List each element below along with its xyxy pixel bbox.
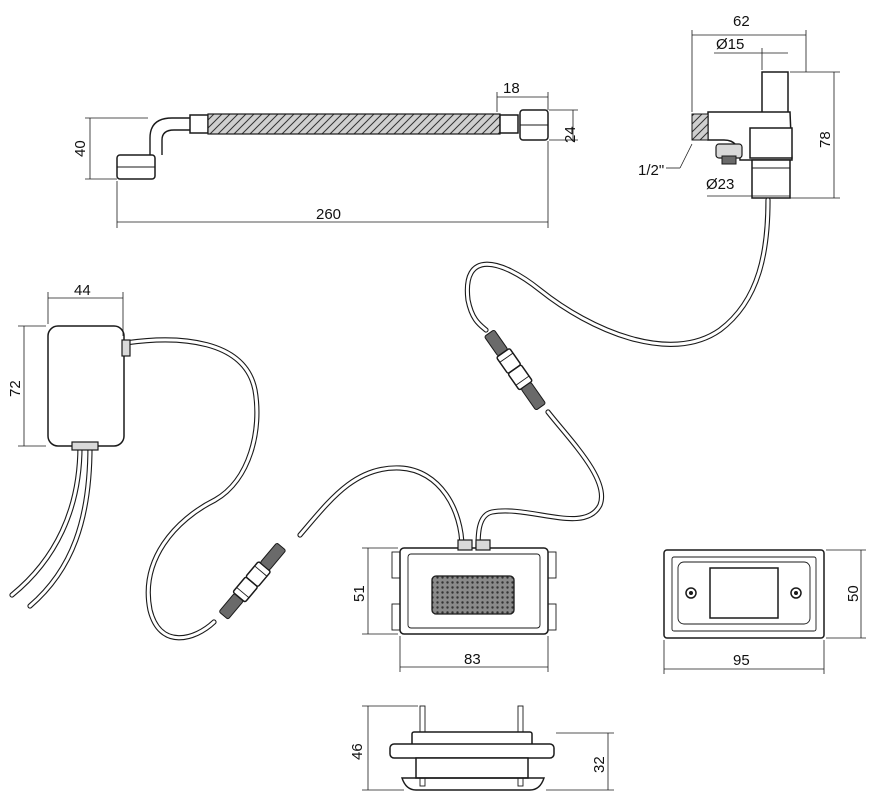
dim-valve-thread: 1/2"	[638, 162, 664, 179]
cables	[9, 197, 771, 641]
dim-side-total-height: 46	[349, 743, 366, 760]
sensor-front-view	[362, 539, 557, 672]
sensor-side-view	[362, 705, 614, 791]
dim-cover-height: 50	[845, 585, 862, 602]
dim-sensor-height: 51	[351, 585, 368, 602]
dim-side-body-height: 32	[591, 756, 608, 773]
side-view-flange	[389, 743, 555, 759]
cable-connector-lower	[219, 543, 286, 620]
dim-sensor-width: 83	[464, 651, 481, 668]
dim-valve-bottom-diameter: Ø23	[706, 176, 734, 193]
dim-hose-height: 40	[72, 140, 89, 157]
dim-cover-width: 95	[733, 652, 750, 669]
dim-hose-length: 260	[316, 206, 341, 223]
valve-top-stem	[761, 71, 789, 117]
cable-connector-upper	[484, 329, 546, 411]
solenoid-valve	[666, 30, 840, 199]
dim-hose-nut-width: 18	[503, 80, 520, 97]
valve-thread	[691, 113, 709, 141]
dim-power-box-width: 44	[74, 282, 91, 299]
power-box-body	[47, 325, 125, 447]
dim-power-box-height: 72	[7, 380, 24, 397]
braided-hose-section	[207, 113, 501, 135]
dim-valve-width: 62	[733, 13, 750, 30]
valve-bottom-body	[751, 159, 791, 199]
dim-valve-top-diameter: Ø15	[716, 36, 744, 53]
dim-hose-nut-height: 24	[562, 126, 579, 143]
cover-plate-view	[663, 549, 866, 674]
sensor-window	[431, 575, 515, 615]
flexible-hose	[85, 92, 578, 228]
dim-valve-height: 78	[817, 131, 834, 148]
power-supply-box	[18, 292, 131, 451]
